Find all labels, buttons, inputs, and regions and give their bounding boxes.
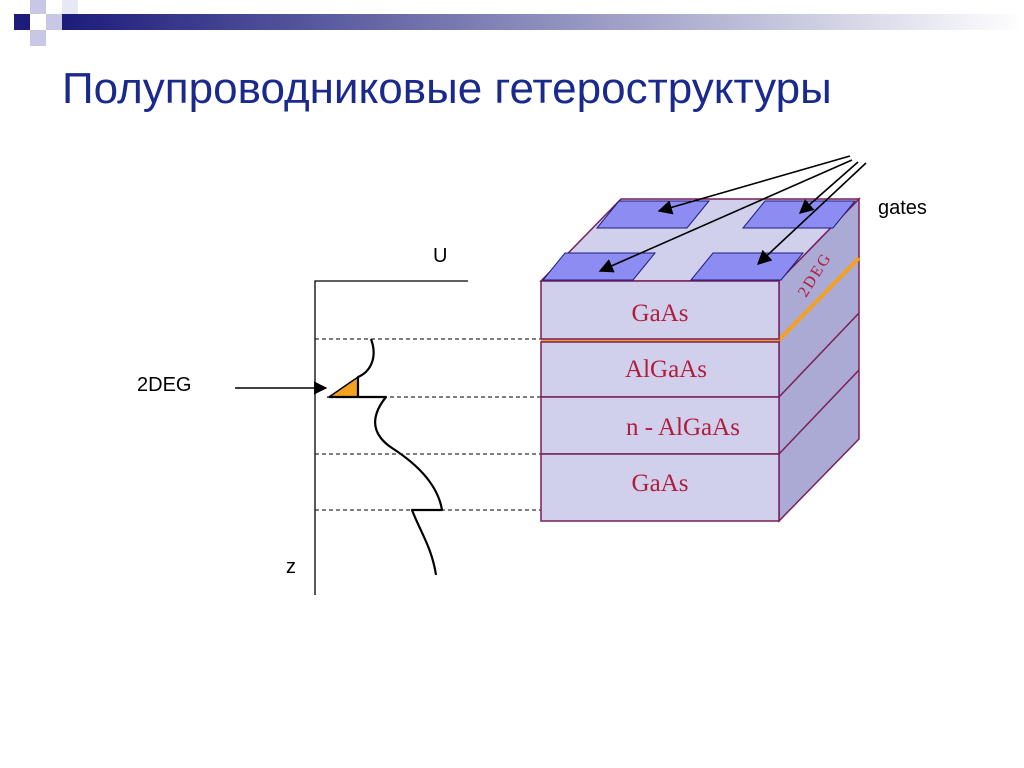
deco-square-light xyxy=(46,14,62,30)
gate-arrow xyxy=(598,159,853,273)
layer-label: n - AlGaAs xyxy=(626,414,740,441)
header-decoration xyxy=(14,0,1024,46)
side-layer-boundary xyxy=(778,312,860,398)
deco-square-light xyxy=(30,0,46,14)
layer-n-algaas xyxy=(540,396,780,455)
gate-arrow xyxy=(657,155,851,215)
deco-square-white xyxy=(62,0,78,14)
depth-axis-label: z xyxy=(286,556,296,578)
layer-label: AlGaAs xyxy=(625,356,707,383)
potential-profile: U z 2DEG xyxy=(137,245,541,595)
gate-pad xyxy=(595,200,711,229)
deco-square-light xyxy=(30,30,46,46)
layer-label: GaAs xyxy=(632,300,689,327)
deco-gradient-bar xyxy=(62,14,1024,30)
layer-gaas-top xyxy=(540,280,780,340)
layer-algaas xyxy=(540,341,780,398)
gates-pointer: gates xyxy=(598,155,927,273)
slide-title: Полупроводниковые гетероструктуры xyxy=(62,64,832,113)
gates-label: gates xyxy=(878,197,927,219)
gate-arrow xyxy=(798,161,859,214)
heterostructure-block: GaAs AlGaAs n - AlGaAs GaAs 2DEG xyxy=(539,197,861,523)
layer-label: GaAs xyxy=(632,470,689,497)
deco-square-navy xyxy=(14,14,30,30)
potential-axis-label: U xyxy=(433,245,447,267)
potential-axes xyxy=(314,280,468,595)
2deg-label: 2DEG xyxy=(137,374,191,396)
layer-gaas-bottom xyxy=(540,453,780,522)
potential-curve xyxy=(329,338,444,576)
gate-pad xyxy=(689,252,805,281)
2deg-triangle xyxy=(326,375,359,398)
gate-arrow xyxy=(756,162,867,265)
side-layer-boundary xyxy=(778,369,860,455)
2deg-stripe-side xyxy=(777,256,861,342)
